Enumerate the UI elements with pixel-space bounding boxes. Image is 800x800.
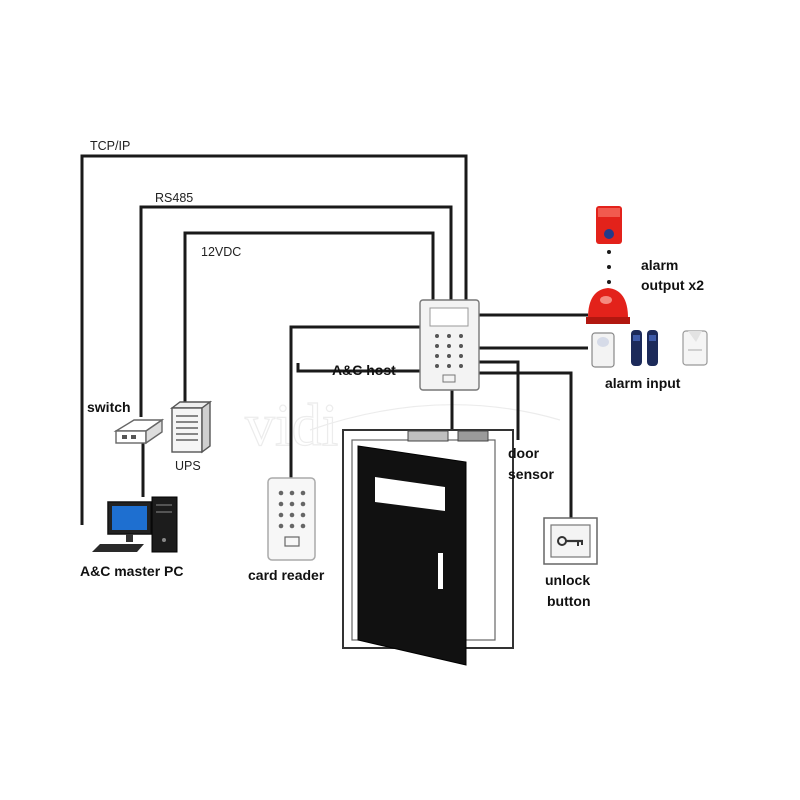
master-pc-icon bbox=[92, 496, 178, 553]
switch-icon bbox=[113, 418, 165, 445]
label-unlock-line1: unlock bbox=[545, 572, 590, 588]
card-reader-wire bbox=[289, 325, 420, 478]
pir-detector-icon bbox=[591, 332, 615, 368]
label-master-pc: A&C master PC bbox=[80, 563, 183, 579]
card-reader-icon bbox=[267, 477, 316, 561]
label-ac-host: A&C host bbox=[332, 362, 396, 378]
beacon-icon bbox=[586, 288, 630, 324]
label-12vdc: 12VDC bbox=[201, 245, 241, 259]
unlock-button-wire bbox=[478, 371, 573, 518]
rs485-wire bbox=[139, 205, 453, 417]
door-sensor-wire bbox=[478, 360, 520, 440]
label-alarm-output-line1: alarm bbox=[641, 257, 678, 273]
label-switch: switch bbox=[87, 399, 131, 415]
tcp-ip-wire bbox=[80, 154, 468, 525]
label-rs485: RS485 bbox=[155, 191, 193, 205]
wiring bbox=[80, 154, 588, 525]
unlock-button-icon bbox=[543, 517, 598, 565]
label-alarm-input: alarm input bbox=[605, 375, 681, 391]
beam-detector-icon bbox=[631, 330, 658, 366]
12vdc-wire bbox=[183, 231, 435, 403]
host-to-door-wire bbox=[296, 363, 420, 373]
label-card-reader: card reader bbox=[248, 567, 325, 583]
label-ups: UPS bbox=[175, 459, 201, 473]
ups-icon bbox=[169, 400, 213, 454]
label-alarm-output-line2: output x2 bbox=[641, 277, 704, 293]
ac-host-device bbox=[419, 299, 480, 391]
alarm-output-dots bbox=[607, 250, 611, 284]
label-tcp-ip: TCP/IP bbox=[90, 139, 130, 153]
label-door-sensor-line2: sensor bbox=[508, 466, 554, 482]
smoke-detector-icon bbox=[682, 330, 708, 366]
label-door-sensor-line1: door bbox=[508, 445, 540, 461]
label-unlock-line2: button bbox=[547, 593, 591, 609]
siren-icon bbox=[596, 206, 622, 244]
magnetic-lock-icon bbox=[407, 430, 489, 442]
door-icon bbox=[342, 429, 514, 666]
